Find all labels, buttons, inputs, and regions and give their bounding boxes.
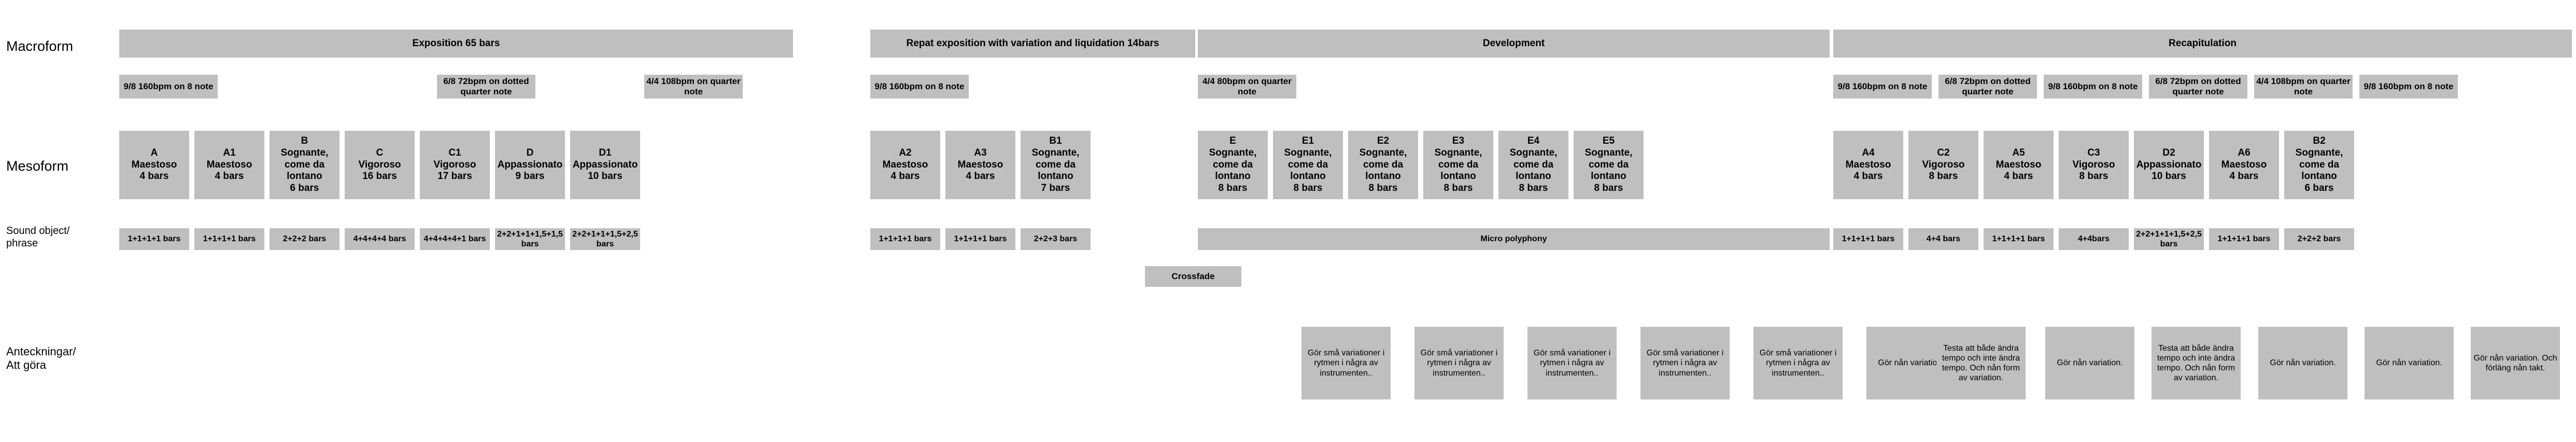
mesoform-block-14[interactable]: E4 Sognante, come da lontano 8 bars (1498, 131, 1568, 199)
sound-object-3[interactable]: 4+4+4+4 bars (345, 228, 415, 250)
note-block-7[interactable]: Gör nån variation. (2045, 327, 2134, 399)
mesoform-block-16[interactable]: A4 Maestoso 4 bars (1833, 131, 1903, 199)
note-block-2[interactable]: Gör små variationer i rytmen i några av … (1527, 327, 1617, 399)
tempo-marker-0[interactable]: 9/8 160bpm on 8 note (119, 75, 218, 99)
tempo-marker-8[interactable]: 6/8 72bpm on dotted quarter note (2149, 75, 2247, 99)
sound-object-10[interactable]: Micro polyphony (1198, 228, 1830, 250)
note-block-1[interactable]: Gör små variationer i rytmen i några av … (1414, 327, 1504, 399)
mesoform-block-11[interactable]: E1 Sognante, come da lontano 8 bars (1273, 131, 1343, 199)
mesoform-block-21[interactable]: A6 Maestoso 4 bars (2209, 131, 2279, 199)
tempo-marker-5[interactable]: 9/8 160bpm on 8 note (1833, 75, 1932, 99)
macroform-section-0[interactable]: Exposition 65 bars (119, 30, 793, 58)
sound-object-2[interactable]: 2+2+2 bars (270, 228, 339, 250)
note-block-8[interactable]: Testa att både ändra tempo och inte ändr… (2152, 327, 2241, 399)
sound-object-0[interactable]: 1+1+1+1 bars (119, 228, 189, 250)
mesoform-block-1[interactable]: A1 Maestoso 4 bars (194, 131, 264, 199)
mesoform-block-7[interactable]: A2 Maestoso 4 bars (870, 131, 940, 199)
sound-object-17[interactable]: 2+2+2 bars (2284, 228, 2354, 250)
macroform-section-3[interactable]: Recapitulation (1833, 30, 2572, 58)
mesoform-block-13[interactable]: E3 Sognante, come da lontano 8 bars (1423, 131, 1493, 199)
mesoform-block-5[interactable]: D Appassionato 9 bars (495, 131, 565, 199)
crossfade-block-0[interactable]: Crossfade (1145, 266, 1241, 287)
tempo-marker-4[interactable]: 4/4 80bpm on quarter note (1198, 75, 1296, 99)
mesoform-block-20[interactable]: D2 Appassionato 10 bars (2134, 131, 2204, 199)
sound-object-8[interactable]: 1+1+1+1 bars (945, 228, 1015, 250)
sound-object-13[interactable]: 1+1+1+1 bars (1984, 228, 2054, 250)
mesoform-block-22[interactable]: B2 Sognante, come da lontano 6 bars (2284, 131, 2354, 199)
note-block-4[interactable]: Gör små variationer i rytmen i några av … (1753, 327, 1843, 399)
tempo-marker-9[interactable]: 4/4 108bpm on quarter note (2254, 75, 2353, 99)
tempo-marker-2[interactable]: 4/4 108bpm on quarter note (644, 75, 743, 99)
note-block-9[interactable]: Gör nån variation. (2258, 327, 2347, 399)
row-label-sound-object: Sound object/ phrase (6, 225, 70, 249)
macroform-section-2[interactable]: Development (1198, 30, 1830, 58)
mesoform-block-3[interactable]: C Vigoroso 16 bars (345, 131, 415, 199)
mesoform-block-8[interactable]: A3 Maestoso 4 bars (945, 131, 1015, 199)
sound-object-12[interactable]: 4+4 bars (1908, 228, 1978, 250)
sound-object-7[interactable]: 1+1+1+1 bars (870, 228, 940, 250)
tempo-marker-3[interactable]: 9/8 160bpm on 8 note (870, 75, 969, 99)
mesoform-block-18[interactable]: A5 Maestoso 4 bars (1984, 131, 2054, 199)
mesoform-block-17[interactable]: C2 Vigoroso 8 bars (1908, 131, 1978, 199)
sound-object-14[interactable]: 4+4bars (2059, 228, 2129, 250)
tempo-marker-7[interactable]: 9/8 160bpm on 8 note (2044, 75, 2142, 99)
sound-object-6[interactable]: 2+2+1+1+1,5+2,5 bars (570, 228, 640, 250)
sound-object-16[interactable]: 1+1+1+1 bars (2209, 228, 2279, 250)
note-block-0[interactable]: Gör små variationer i rytmen i några av … (1301, 327, 1391, 399)
sound-object-5[interactable]: 2+2+1+1+1,5+1,5 bars (495, 228, 565, 250)
mesoform-block-10[interactable]: E Sognante, come da lontano 8 bars (1198, 131, 1268, 199)
macroform-section-1[interactable]: Repat exposition with variation and liqu… (870, 30, 1195, 58)
row-label-notes: Anteckningar/ Att göra (6, 345, 76, 371)
mesoform-block-4[interactable]: C1 Vigoroso 17 bars (420, 131, 490, 199)
sound-object-9[interactable]: 2+2+3 bars (1021, 228, 1091, 250)
sound-object-4[interactable]: 4+4+4+4+1 bars (420, 228, 490, 250)
tempo-marker-1[interactable]: 6/8 72bpm on dotted quarter note (437, 75, 535, 99)
mesoform-block-2[interactable]: B Sognante, come da lontano 6 bars (270, 131, 339, 199)
sound-object-11[interactable]: 1+1+1+1 bars (1833, 228, 1903, 250)
row-label-mesoform: Mesoform (6, 158, 69, 174)
mesoform-block-15[interactable]: E5 Sognante, come da lontano 8 bars (1574, 131, 1644, 199)
sound-object-15[interactable]: 2+2+1+1+1,5+2,5 bars (2134, 228, 2204, 250)
mesoform-block-12[interactable]: E2 Sognante, come da lontano 8 bars (1348, 131, 1418, 199)
mesoform-block-0[interactable]: A Maestoso 4 bars (119, 131, 189, 199)
note-block-10[interactable]: Gör nån variation. (2365, 327, 2454, 399)
row-label-macroform: Macroform (6, 38, 74, 54)
mesoform-block-9[interactable]: B1 Sognante, come da lontano 7 bars (1021, 131, 1091, 199)
note-block-6[interactable]: Testa att både ändra tempo och inte ändr… (1936, 327, 2026, 399)
sound-object-1[interactable]: 1+1+1+1 bars (194, 228, 264, 250)
tempo-marker-10[interactable]: 9/8 160bpm on 8 note (2359, 75, 2458, 99)
note-block-11[interactable]: Gör nån variation. Och förläng nån takt. (2471, 327, 2560, 399)
mesoform-block-19[interactable]: C3 Vigoroso 8 bars (2059, 131, 2129, 199)
mesoform-block-6[interactable]: D1 Appassionato 10 bars (570, 131, 640, 199)
tempo-marker-6[interactable]: 6/8 72bpm on dotted quarter note (1938, 75, 2037, 99)
note-block-3[interactable]: Gör små variationer i rytmen i några av … (1640, 327, 1730, 399)
